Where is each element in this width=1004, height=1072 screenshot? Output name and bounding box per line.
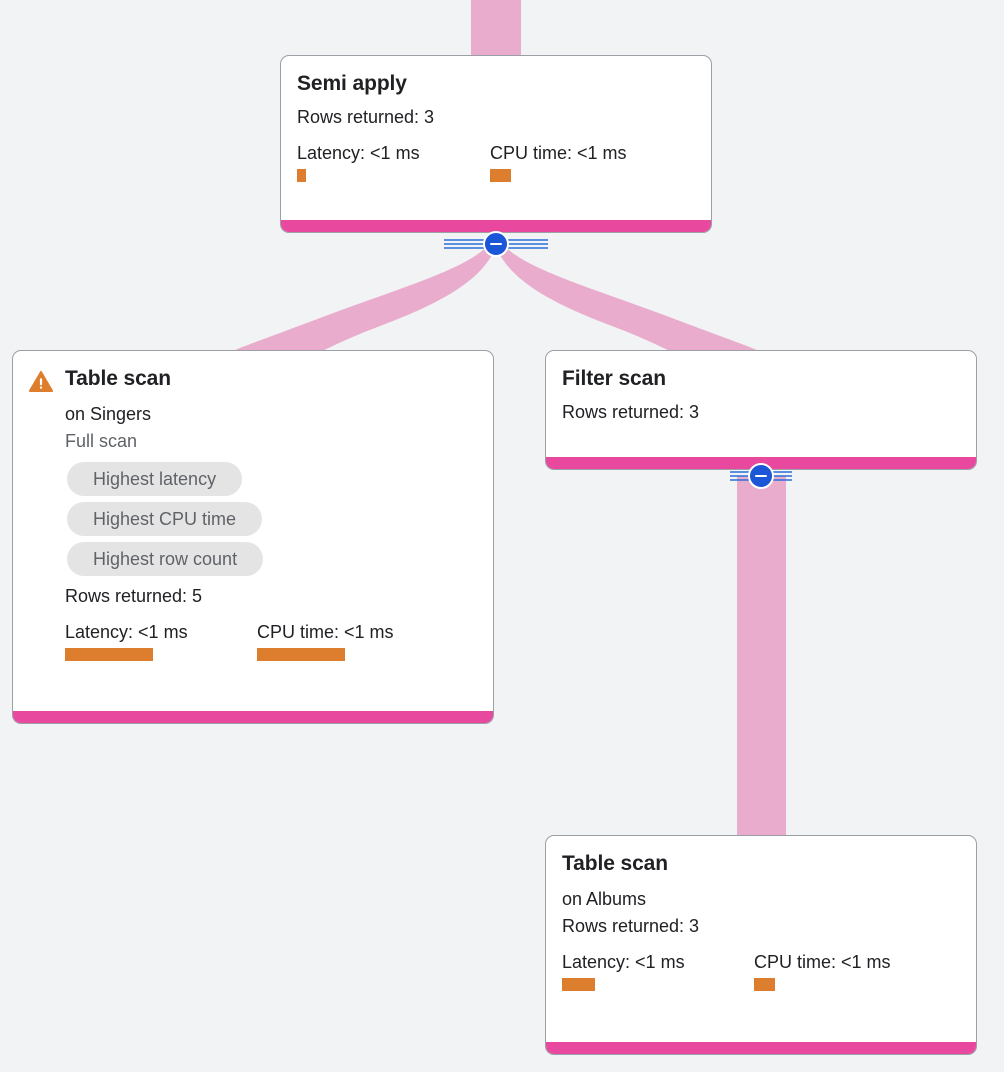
latency-bar xyxy=(562,978,595,991)
latency-label: Latency: <1 ms xyxy=(562,952,685,972)
node-metrics: Latency: <1 ms CPU time: <1 ms xyxy=(562,951,960,991)
status-badge-highest-cpu-time: Highest CPU time xyxy=(67,502,263,536)
node-metrics: Latency: <1 ms CPU time: <1 ms xyxy=(65,621,477,661)
warning-triangle-icon xyxy=(29,370,53,393)
latency-bar xyxy=(297,169,306,182)
node-filter-scan-title-row: Filter scan xyxy=(562,366,960,392)
node-title: Semi apply xyxy=(297,72,407,95)
node-accent-bar xyxy=(546,1042,976,1054)
cpu-time-label: CPU time: <1 ms xyxy=(490,143,627,163)
latency-bar xyxy=(65,648,153,661)
node-title: Table scan xyxy=(65,367,171,390)
node-table-scan-albums[interactable]: Table scan on Albums Rows returned: 3 La… xyxy=(545,835,977,1055)
node-semi-apply[interactable]: Semi apply Rows returned: 3 Latency: <1 … xyxy=(280,55,712,233)
node-metrics: Latency: <1 ms CPU time: <1 ms xyxy=(297,142,695,182)
edge-filter-scan-to-table-scan-albums xyxy=(737,476,786,840)
cpu-metric: CPU time: <1 ms xyxy=(257,621,394,661)
node-subtitle: on Singers xyxy=(65,404,152,424)
node-filter-scan-body: Filter scan Rows returned: 3 xyxy=(546,351,976,457)
node-rows-returned: Rows returned: 3 xyxy=(562,916,700,936)
latency-metric: Latency: <1 ms xyxy=(297,142,490,182)
cpu-time-bar xyxy=(490,169,511,182)
cpu-metric: CPU time: <1 ms xyxy=(490,142,627,182)
latency-label: Latency: <1 ms xyxy=(65,622,188,642)
cpu-time-bar xyxy=(754,978,775,991)
node-table-scan-singers[interactable]: Table scan on Singers Full scan Highest … xyxy=(12,350,494,724)
node-semi-apply-title-row: Semi apply xyxy=(297,71,695,97)
latency-metric: Latency: <1 ms xyxy=(562,951,754,991)
cpu-metric: CPU time: <1 ms xyxy=(754,951,891,991)
node-subtitle: on Albums xyxy=(562,889,647,909)
cpu-time-label: CPU time: <1 ms xyxy=(257,622,394,642)
cpu-time-label: CPU time: <1 ms xyxy=(754,952,891,972)
node-title: Table scan xyxy=(562,852,668,875)
minus-circle-icon[interactable] xyxy=(748,463,774,489)
latency-metric: Latency: <1 ms xyxy=(65,621,257,661)
node-accent-bar xyxy=(13,711,493,723)
toggle-filter-scan[interactable] xyxy=(730,463,792,489)
status-badge-highest-row-count: Highest row count xyxy=(67,542,264,576)
node-filter-scan[interactable]: Filter scan Rows returned: 3 xyxy=(545,350,977,470)
node-table-scan-singers-body: Table scan on Singers Full scan Highest … xyxy=(13,351,493,711)
latency-label: Latency: <1 ms xyxy=(297,143,420,163)
node-rows-returned: Rows returned: 3 xyxy=(297,107,435,127)
node-rows-returned: Rows returned: 3 xyxy=(562,402,700,422)
minus-circle-icon[interactable] xyxy=(483,231,509,257)
toggle-semi-apply[interactable] xyxy=(444,231,548,257)
node-table-scan-albums-title-row: Table scan xyxy=(562,851,960,877)
node-scan-type: Full scan xyxy=(65,431,138,451)
node-title: Filter scan xyxy=(562,367,666,390)
edge-root-to-semi-apply xyxy=(471,0,521,56)
node-accent-bar xyxy=(281,220,711,232)
status-badge-highest-latency: Highest latency xyxy=(67,462,243,496)
node-semi-apply-body: Semi apply Rows returned: 3 Latency: <1 … xyxy=(281,56,711,220)
node-table-scan-singers-title-row: Table scan xyxy=(29,366,477,393)
node-rows-returned: Rows returned: 5 xyxy=(65,586,203,606)
cpu-time-bar xyxy=(257,648,345,661)
node-badges: Highest latency Highest CPU time Highest… xyxy=(65,462,477,576)
node-table-scan-albums-body: Table scan on Albums Rows returned: 3 La… xyxy=(546,836,976,1042)
